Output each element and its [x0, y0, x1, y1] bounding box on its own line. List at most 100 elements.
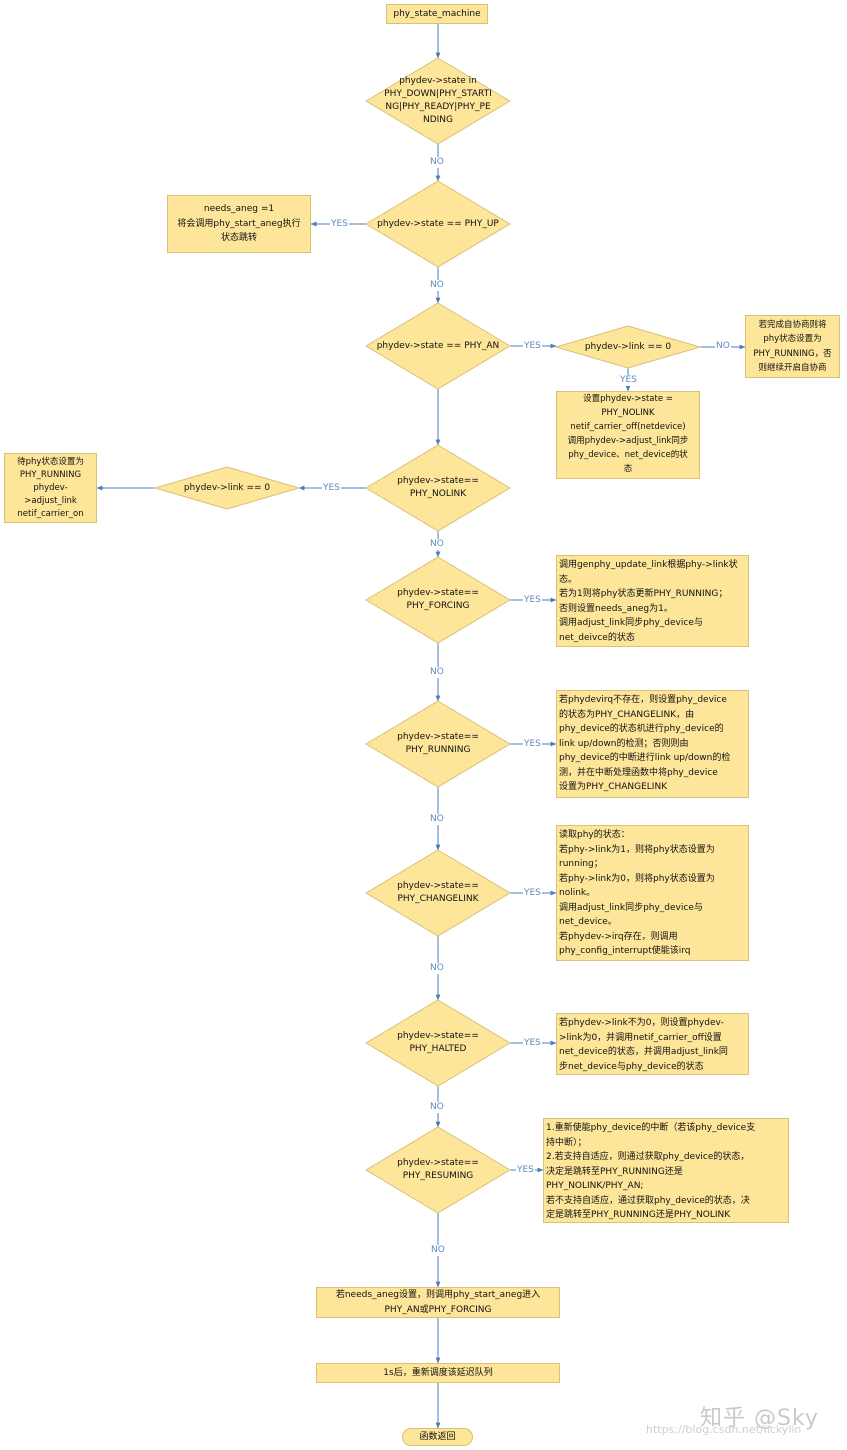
box-changelink-action: 读取phy的状态： 若phy->link为1，则将phy状态设置为 runnin…: [556, 825, 749, 961]
edge-label-d3-yes: YES: [523, 341, 542, 352]
box-halted-action-line3: net_device的状态，并调用adjust_link同: [559, 1047, 728, 1057]
box-changelink-action-line2: 若phy->link为1，则将phy状态设置为: [559, 844, 715, 855]
edge-label-d2-no: NO: [429, 280, 445, 291]
box-an-done-line1: 若完成自协商则将: [758, 319, 827, 330]
box-running-action-line6: 测，并在中断处理函数中将phy_device: [559, 767, 718, 778]
decision-d7-text: phydev->state== PHY_CHANGELINK: [366, 850, 510, 936]
decision-d9-line1: phydev->state==: [397, 1158, 479, 1168]
box-nolink-action-line3: phydev-: [33, 482, 68, 493]
edge-label-d6-yes: YES: [523, 739, 542, 750]
end-node: 函数返回: [402, 1428, 473, 1446]
box-requeue: 1s后，重新调度该延迟队列: [316, 1363, 560, 1383]
decision-d7-line1: phydev->state==: [397, 881, 479, 891]
box-changelink-action-line7: net_device。: [559, 917, 617, 927]
decision-d1-line2: PHY_DOWN|PHY_STARTI: [384, 89, 492, 99]
decision-d8-line1: phydev->state==: [397, 1031, 479, 1041]
edge-label-d3link-no: NO: [715, 341, 731, 352]
decision-d1-line4: NDING: [422, 115, 454, 125]
edge-label-d2-yes: YES: [330, 219, 349, 230]
decision-d6-line2: PHY_RUNNING: [405, 745, 471, 755]
decision-d4-link-text: phydev->link == 0: [155, 467, 299, 509]
edge-label-d4-no: NO: [429, 539, 445, 550]
decision-d5-diamond: [365, 556, 511, 644]
box-up-action: needs_aneg =1 将会调用phy_start_aneg执行 状态跳转: [167, 195, 311, 253]
end-label: 函数返回: [419, 1431, 456, 1442]
box-nolink-action-line1: 待phy状态设置为: [17, 456, 84, 467]
edge-label-d7-no: NO: [429, 963, 445, 974]
box-running-action-line3: phy_device的状态机进行phy_device的: [559, 724, 724, 734]
start-label: phy_state_machine: [393, 8, 481, 19]
box-forcing-action-line2: 态。: [559, 574, 578, 585]
box-changelink-action-line5: nolink。: [559, 888, 596, 898]
box-halted-action-line2: >link为0，并调用netif_carrier_off设置: [559, 1032, 722, 1043]
box-resuming-action-line6: 若不支持自适应，通过获取phy_device的状态，决: [546, 1195, 750, 1206]
box-halted-action: 若phydev->link不为0，则设置phydev- >link为0，并调用n…: [556, 1013, 749, 1075]
decision-d7-line2: PHY_CHANGELINK: [397, 894, 479, 904]
decision-d3-link-line1: phydev->link == 0: [584, 341, 672, 352]
box-an-done-line3: PHY_RUNNING，否: [753, 348, 832, 359]
decision-d6-text: phydev->state== PHY_RUNNING: [366, 701, 510, 787]
box-up-action-line1: needs_aneg =1: [203, 204, 275, 215]
decision-d3-text: phydev->state == PHY_AN: [366, 303, 510, 389]
box-resuming-action-line1: 1.重新使能phy_device的中断（若该phy_device支: [546, 1123, 756, 1133]
box-aneg-line1: 若needs_aneg设置，则调用phy_start_aneg进入: [335, 1290, 541, 1300]
box-halted-action-line4: 步net_device与phy_device的状态: [559, 1061, 704, 1072]
edge-label-d8-yes: YES: [523, 1038, 542, 1049]
decision-d5-line2: PHY_FORCING: [406, 601, 470, 611]
box-forcing-action: 调用genphy_update_link根据phy->link状 态。 若为1则…: [556, 555, 749, 647]
box-running-action: 若phydevirq不存在，则设置phy_device 的状态为PHY_CHAN…: [556, 690, 749, 798]
decision-d9-diamond: [365, 1126, 511, 1214]
box-forcing-action-line4: 否则设置needs_aneg为1。: [559, 603, 673, 614]
box-resuming-action-line2: 持中断）；: [546, 1137, 587, 1148]
box-forcing-action-line3: 若为1则将phy状态更新PHY_RUNNING；: [559, 589, 728, 599]
watermark-url: https://blog.csdn.net/lickylin: [646, 1423, 802, 1436]
box-an-nolink: 设置phydev->state = PHY_NOLINK netif_carri…: [556, 391, 700, 479]
box-resuming-action-line7: 定是跳转至PHY_RUNNING还是PHY_NOLINK: [546, 1210, 731, 1220]
edge-label-d8-no: NO: [429, 1102, 445, 1113]
decision-d5-line1: phydev->state==: [397, 588, 479, 598]
box-nolink-action-line4: >adjust_link: [24, 495, 77, 506]
box-running-action-line4: link up/down的检测；否则则由: [559, 738, 689, 749]
box-changelink-action-line4: 若phy->link为0，则将phy状态设置为: [559, 873, 715, 884]
edge-label-d4-yes: YES: [322, 483, 341, 494]
box-an-done: 若完成自协商则将 phy状态设置为 PHY_RUNNING，否 则继续开启自协商: [745, 315, 840, 378]
decision-d2-text: phydev->state == PHY_UP: [366, 181, 510, 267]
decision-d3-line1: phydev->state == PHY_AN: [376, 340, 500, 351]
box-forcing-action-line1: 调用genphy_update_link根据phy->link状: [559, 560, 738, 570]
decision-d2-diamond: [365, 180, 511, 268]
box-running-action-line1: 若phydevirq不存在，则设置phy_device: [559, 695, 727, 705]
decision-d1-line3: NG|PHY_READY|PHY_PE: [385, 102, 491, 112]
decision-d9-text: phydev->state== PHY_RESUMING: [366, 1127, 510, 1213]
box-forcing-action-line6: net_deivce的状态: [559, 632, 635, 643]
box-an-done-line2: phy状态设置为: [763, 334, 822, 344]
box-changelink-action-line3: running；: [559, 859, 603, 869]
decision-d4-link-line1: phydev->link == 0: [183, 482, 271, 493]
decision-d4-text: phydev->state== PHY_NOLINK: [366, 445, 510, 531]
edge-label-d3link-yes: YES: [619, 375, 638, 386]
decision-d3-link-text: phydev->link == 0: [556, 326, 700, 368]
decision-d3-link-diamond: [554, 325, 702, 369]
decision-d8-text: phydev->state== PHY_HALTED: [366, 1000, 510, 1086]
decision-d6-diamond: [365, 700, 511, 788]
box-halted-action-line1: 若phydev->link不为0，则设置phydev-: [559, 1018, 724, 1028]
box-resuming-action-line5: PHY_NOLINK/PHY_AN;: [546, 1181, 644, 1191]
box-an-nolink-line6: 态: [623, 463, 633, 474]
box-aneg-line2: PHY_AN或PHY_FORCING: [384, 1304, 492, 1315]
decision-d6-line1: phydev->state==: [397, 732, 479, 742]
box-up-action-line2: 将会调用phy_start_aneg执行: [177, 218, 301, 229]
box-changelink-action-line8: 若phydev->irq存在，则调用: [559, 931, 678, 942]
box-resuming-action: 1.重新使能phy_device的中断（若该phy_device支 持中断）； …: [543, 1118, 789, 1223]
box-resuming-action-line3: 2.若支持自适应，则通过获取phy_device的状态，: [546, 1152, 750, 1162]
edge-label-d5-no: NO: [429, 667, 445, 678]
box-an-nolink-line1: 设置phydev->state =: [583, 394, 673, 405]
box-forcing-action-line5: 调用adjust_link同步phy_device与: [559, 618, 703, 628]
decision-d4-line2: PHY_NOLINK: [409, 489, 467, 499]
decision-d5-text: phydev->state== PHY_FORCING: [366, 557, 510, 643]
box-changelink-action-line9: phy_config_interrupt使能该irq: [559, 946, 691, 956]
box-resuming-action-line4: 决定是跳转至PHY_RUNNING还是: [546, 1166, 683, 1177]
box-an-done-line4: 则继续开启自协商: [758, 363, 827, 373]
edge-label-d9-no: NO: [430, 1245, 446, 1256]
edge-label-d7-yes: YES: [523, 888, 542, 899]
box-changelink-action-line1: 读取phy的状态：: [559, 830, 630, 840]
